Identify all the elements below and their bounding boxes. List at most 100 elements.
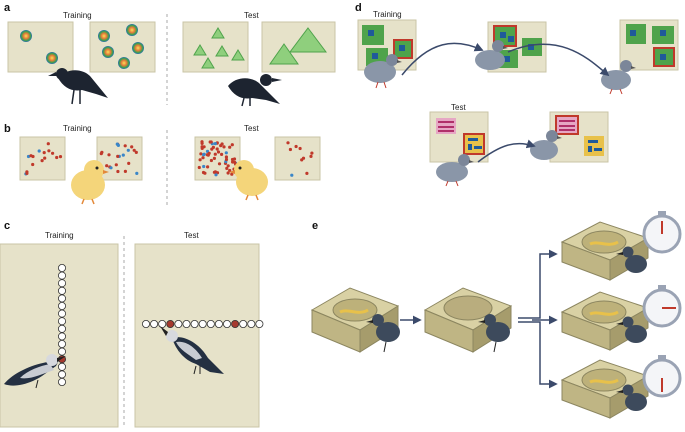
- dot: [116, 169, 120, 174]
- robin-bird: [366, 314, 400, 353]
- dot: [230, 143, 234, 147]
- rainbow-ball: [126, 24, 138, 36]
- dot: [212, 156, 216, 160]
- dot: [26, 154, 31, 159]
- dot: [233, 160, 237, 164]
- dot: [31, 162, 35, 167]
- bead: [255, 319, 264, 328]
- bead: [58, 279, 67, 288]
- robin-bird: [616, 316, 647, 343]
- bead: [58, 317, 67, 326]
- dot: [220, 152, 224, 156]
- rainbow-ball: [46, 52, 58, 64]
- bead: [58, 294, 67, 303]
- rainbow-ball: [132, 42, 144, 54]
- green-triangle: [215, 45, 229, 57]
- dot: [127, 161, 131, 165]
- dot: [215, 147, 219, 151]
- dot: [213, 152, 217, 156]
- bead: [206, 319, 215, 328]
- bead: [58, 347, 67, 356]
- card-a-test-1: [182, 21, 249, 73]
- dot: [226, 164, 230, 168]
- target-bead: [231, 319, 240, 328]
- dot: [200, 146, 204, 150]
- blue-bar: [468, 144, 472, 150]
- dot: [228, 145, 232, 149]
- dot: [37, 149, 41, 153]
- panel-letter-d: d: [355, 2, 362, 14]
- bead: [141, 319, 150, 328]
- blue-square: [399, 45, 405, 51]
- dot: [123, 144, 127, 148]
- blue-square: [368, 30, 374, 36]
- dot: [310, 151, 314, 155]
- bead: [58, 271, 67, 280]
- dot: [114, 163, 118, 167]
- blue-bar: [474, 146, 482, 149]
- blue-square: [508, 36, 514, 42]
- green-triangle: [211, 27, 225, 39]
- panel-a: [7, 21, 336, 107]
- panel-letter-c: c: [4, 220, 11, 232]
- dot: [213, 142, 217, 146]
- dot: [309, 154, 313, 158]
- dot: [226, 171, 230, 175]
- dot: [209, 140, 213, 144]
- crow: [48, 68, 108, 105]
- bead: [58, 309, 67, 318]
- pigeon: [436, 154, 474, 187]
- bead-strings: [58, 263, 264, 386]
- bead: [150, 319, 159, 328]
- dot: [200, 141, 204, 145]
- bead: [174, 319, 183, 328]
- crow: [228, 74, 282, 107]
- blue-square: [660, 54, 666, 60]
- blue-square: [500, 32, 506, 38]
- dot: [198, 158, 202, 162]
- caption-b-test: Test: [244, 124, 259, 133]
- bead: [158, 319, 167, 328]
- dot: [132, 148, 136, 152]
- dot: [135, 171, 139, 175]
- robin-bird: [616, 384, 647, 411]
- arrow-e-down: [532, 321, 558, 389]
- dot: [209, 158, 213, 163]
- rainbow-ball: [20, 30, 32, 42]
- dot: [105, 164, 109, 168]
- dot: [116, 143, 120, 147]
- card-c-test: [134, 243, 260, 428]
- target-bead: [166, 319, 175, 328]
- blue-bar: [588, 146, 592, 152]
- food-box: [560, 359, 650, 419]
- dot: [55, 155, 59, 160]
- dot: [207, 151, 211, 155]
- stopwatch-icon: [642, 355, 682, 398]
- blue-bar: [468, 138, 478, 141]
- dot: [201, 156, 205, 160]
- green-triangle-large: [289, 27, 327, 53]
- bead: [58, 362, 67, 371]
- caption-c-training: Training: [45, 231, 74, 240]
- blue-square: [660, 30, 666, 36]
- dot: [99, 152, 103, 156]
- dot: [40, 159, 44, 163]
- rainbow-ball: [118, 57, 130, 69]
- food-box: [560, 291, 650, 351]
- dot: [286, 141, 290, 145]
- bead: [214, 319, 223, 328]
- dot: [230, 172, 234, 176]
- arrow-d-1: [401, 42, 484, 76]
- dot: [210, 147, 214, 151]
- blue-square: [528, 44, 534, 50]
- robin-bird: [616, 246, 647, 273]
- panel-c: [0, 243, 264, 428]
- card-b-test-2: [274, 136, 321, 181]
- green-triangle-large: [269, 43, 299, 65]
- caption-d-test: Test: [451, 103, 466, 112]
- stopwatch-icon: [642, 211, 682, 254]
- panel-b: [19, 136, 321, 205]
- dot: [121, 153, 125, 157]
- dot: [298, 146, 302, 151]
- panel-e: [310, 211, 682, 419]
